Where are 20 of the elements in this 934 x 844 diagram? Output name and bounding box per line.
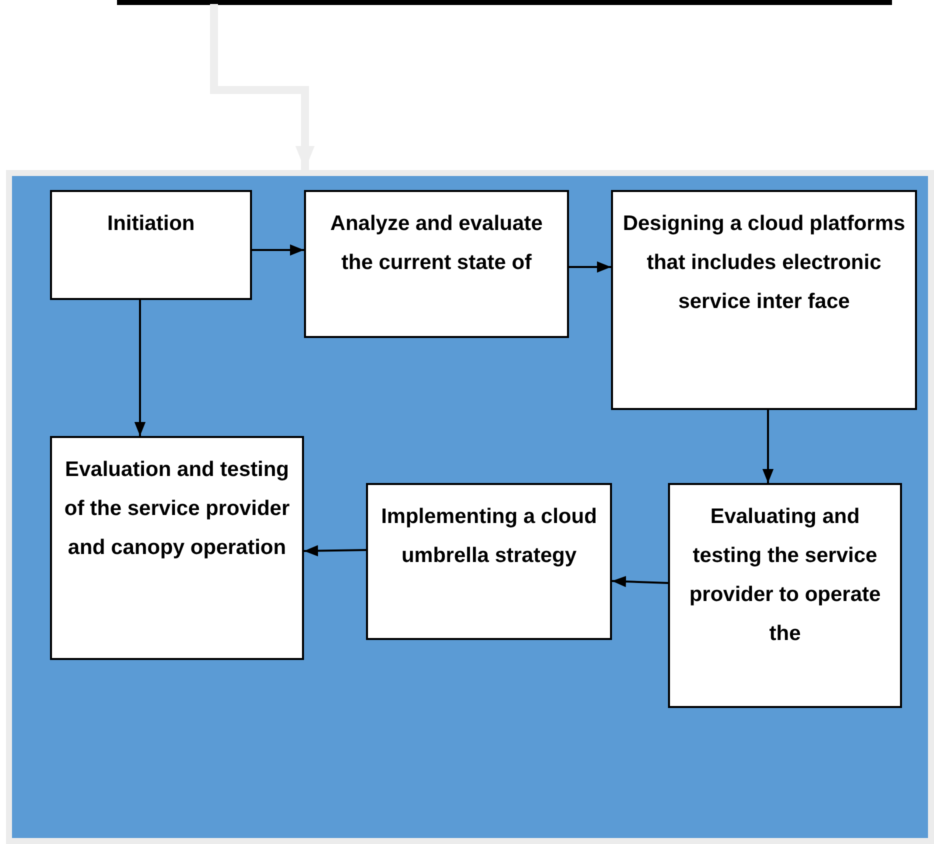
arrow: [612, 576, 668, 588]
box-text: Analyze and evaluate the current state of: [329, 211, 544, 276]
process-box: [366, 483, 612, 640]
box-text: Initiation: [106, 211, 196, 237]
panel-background: [6, 170, 934, 844]
process-box: [50, 190, 252, 300]
arrow: [569, 261, 611, 273]
box-text: Implementing a cloud umbrella strategy: [380, 504, 598, 569]
arrow: [304, 545, 366, 556]
process-box: [611, 190, 917, 410]
arrow: [762, 410, 774, 483]
arrow: [252, 244, 304, 256]
arrow: [134, 300, 146, 436]
box-text: Evaluating and testing the service provider to operate the: [688, 504, 882, 647]
process-box: [50, 436, 304, 660]
process-box: [304, 190, 569, 338]
arrow: [210, 4, 315, 170]
box-text: Evaluation and testing of the service provider and canopy operation: [63, 457, 291, 561]
box-text: Designing a cloud platforms that includes electronic service inter face: [622, 211, 906, 315]
process-box: [668, 483, 902, 708]
